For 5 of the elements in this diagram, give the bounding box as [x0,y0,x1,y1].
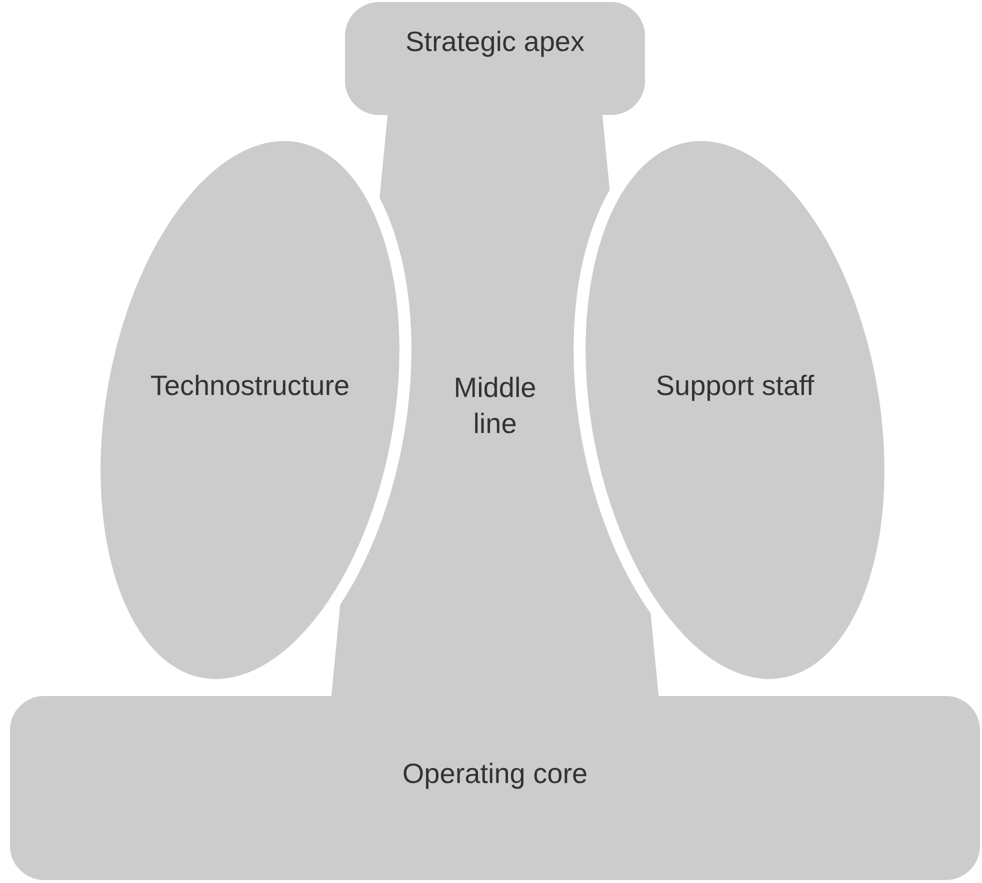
shape-label: Strategic apex [404,25,586,59]
shape-label: Middle line [452,371,538,441]
shape-label: Technostructure [149,369,351,403]
shape-label: Support staff [654,369,816,403]
shape-label: Operating core [401,757,589,791]
